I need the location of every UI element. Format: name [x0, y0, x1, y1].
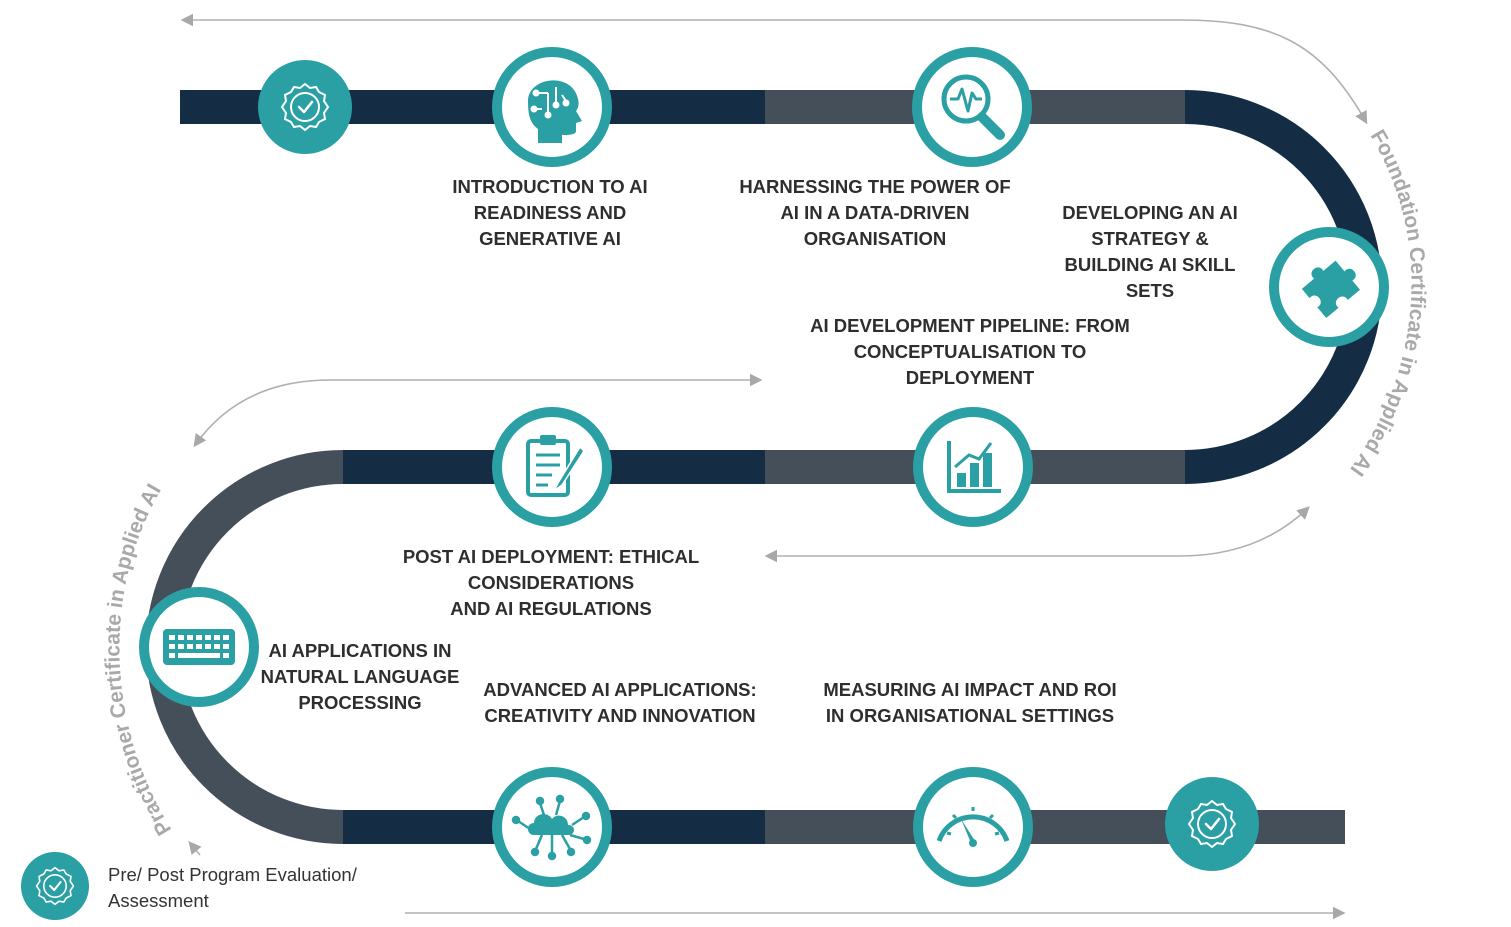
module-label-line: HARNESSING THE POWER OF: [739, 176, 1011, 197]
brain-circuit-icon: [528, 80, 582, 143]
module-label-8: MEASURING AI IMPACT AND ROI IN ORGANISAT…: [800, 677, 1140, 729]
module-label-3: DEVELOPING AN AI STRATEGY & BUILDING AI …: [1045, 200, 1255, 304]
module-label-line: CONSIDERATIONS: [467, 572, 635, 593]
flow-arrows: [180, 13, 1368, 920]
module-label-line: DEVELOPING AN AI: [1062, 202, 1238, 223]
bar-chart-icon: [947, 441, 1001, 493]
module-label-line: ADVANCED AI APPLICATIONS:: [483, 679, 757, 700]
arrow-bottom-left: [188, 841, 202, 856]
module-node-6: [139, 587, 259, 707]
module-label-line: READINESS AND: [473, 202, 627, 223]
module-node-8: [913, 767, 1033, 887]
puzzle-piece-icon: [1301, 260, 1360, 318]
arrow-mid-upper: [193, 373, 763, 448]
module-label-line: SETS: [1125, 280, 1175, 301]
module-label-line: STRATEGY &: [1091, 228, 1209, 249]
module-label-6: AI APPLICATIONS IN NATURAL LANGUAGE PROC…: [255, 638, 465, 716]
module-node-2: [912, 47, 1032, 167]
module-label-line: CREATIVITY AND INNOVATION: [484, 705, 756, 726]
module-label-line: DEPLOYMENT: [905, 367, 1035, 388]
keyboard-icon: [163, 629, 235, 665]
module-node-1: [492, 47, 612, 167]
clipboard-pen-icon: [526, 435, 585, 497]
legend-caption: Pre/ Post Program Evaluation/ Assessment: [108, 862, 357, 914]
module-label-line: NATURAL LANGUAGE: [260, 666, 460, 687]
module-label-line: AI APPLICATIONS IN: [268, 640, 452, 661]
module-node-3: [1269, 227, 1389, 347]
magnifier-pulse-icon: [941, 74, 1005, 140]
module-label-line: PROCESSING: [298, 692, 422, 713]
speedometer-icon: [936, 807, 1010, 847]
module-label-7: ADVANCED AI APPLICATIONS: CREATIVITY AND…: [465, 677, 775, 729]
module-label-4: AI DEVELOPMENT PIPELINE: FROM CONCEPTUAL…: [790, 313, 1150, 391]
module-label-line: MEASURING AI IMPACT AND ROI: [823, 679, 1117, 700]
module-label-1: INTRODUCTION TO AI READINESS AND GENERAT…: [430, 174, 670, 252]
module-node-5: [492, 407, 612, 527]
module-label-line: AND AI REGULATIONS: [450, 598, 652, 619]
legend-badge: [21, 852, 89, 920]
module-label-line: INTRODUCTION TO AI: [452, 176, 648, 197]
arrow-top: [180, 13, 1368, 125]
module-node-4: [913, 407, 1033, 527]
module-label-line: POST AI DEPLOYMENT: ETHICAL: [402, 546, 700, 567]
assessment-badge-start: [258, 60, 352, 154]
module-label-line: IN ORGANISATIONAL SETTINGS: [825, 705, 1115, 726]
legend-caption-line: Assessment: [108, 890, 209, 911]
module-label-2: HARNESSING THE POWER OF AI IN A DATA-DRI…: [725, 174, 1025, 252]
module-node-7: [492, 767, 612, 887]
assessment-badge-end: [1165, 777, 1259, 871]
module-label-line: BUILDING AI SKILL: [1064, 254, 1236, 275]
module-label-line: GENERATIVE AI: [479, 228, 621, 249]
module-label-5: POST AI DEPLOYMENT: ETHICAL CONSIDERATIO…: [385, 544, 717, 622]
legend-caption-line: Pre/ Post Program Evaluation/: [108, 864, 357, 885]
module-label-line: CONCEPTUALISATION TO: [853, 341, 1087, 362]
module-label-line: ORGANISATION: [803, 228, 947, 249]
module-label-line: AI DEVELOPMENT PIPELINE: FROM: [810, 315, 1130, 336]
arrow-mid-lower: [764, 506, 1310, 563]
module-label-line: AI IN A DATA-DRIVEN: [780, 202, 970, 223]
cloud-network-icon: [511, 794, 592, 861]
